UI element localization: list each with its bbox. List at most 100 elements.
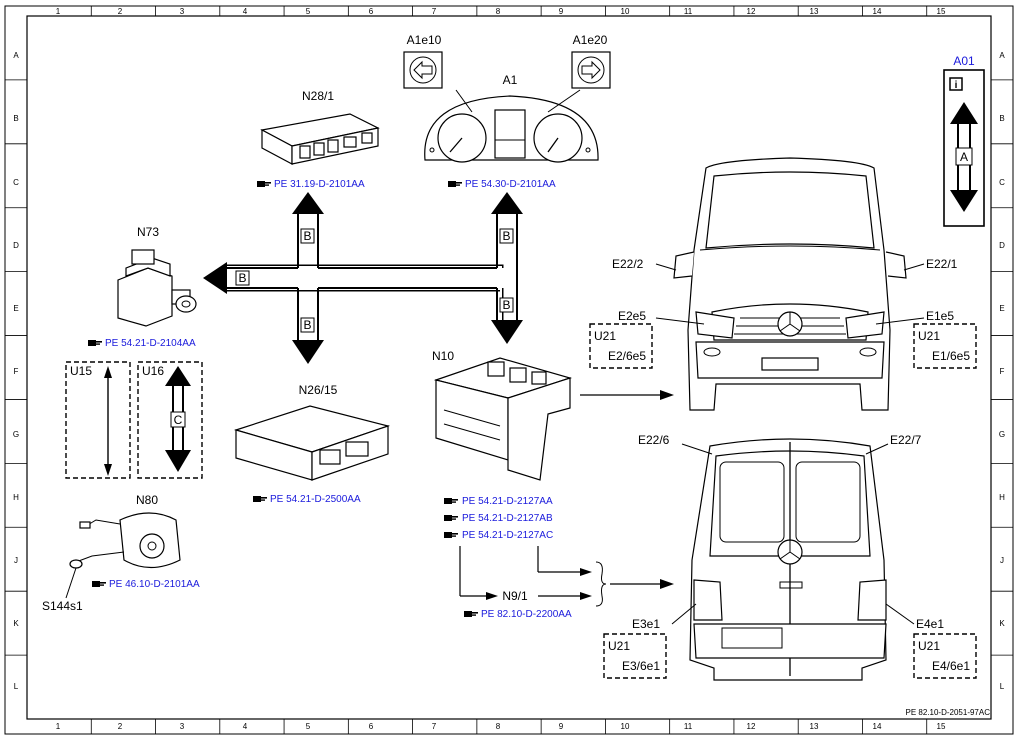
ref-link: PE 54.21-D-2127AB bbox=[462, 513, 553, 524]
col-label: 3 bbox=[180, 722, 185, 731]
row-label: D bbox=[13, 241, 19, 250]
ref-a1[interactable]: PE 54.30-D-2101AA bbox=[448, 179, 556, 190]
ref-n80[interactable]: PE 46.10-D-2101AA bbox=[92, 579, 200, 590]
module-n26-15[interactable]: N26/15 bbox=[233, 383, 391, 481]
row-label: K bbox=[13, 619, 19, 628]
row-label: E bbox=[13, 304, 18, 313]
bus-label: B bbox=[238, 271, 246, 285]
box-code: U21 bbox=[918, 639, 940, 653]
component-label: E22/2 bbox=[612, 257, 644, 271]
module-n10[interactable]: N10 bbox=[432, 349, 573, 481]
component-label: E4e1 bbox=[916, 617, 944, 631]
row-label: L bbox=[1000, 682, 1005, 691]
row-label: F bbox=[14, 367, 19, 376]
row-label: H bbox=[13, 493, 19, 502]
col-label: 7 bbox=[432, 722, 437, 731]
col-label: 1 bbox=[56, 7, 61, 16]
can-bus-network: B B B B B bbox=[203, 192, 523, 364]
col-label: 5 bbox=[306, 722, 311, 731]
component-label: N26/15 bbox=[299, 383, 338, 397]
arrow-down-n10 bbox=[491, 320, 523, 344]
document-reference: PE 82.10-D-2051-97AC bbox=[906, 708, 991, 717]
box-sub: E4/6e1 bbox=[932, 659, 970, 673]
turn-left-icon bbox=[413, 60, 433, 80]
component-label: E1e5 bbox=[926, 309, 954, 323]
row-label: F bbox=[1000, 367, 1005, 376]
row-label: C bbox=[13, 178, 19, 187]
indicator-a1e10[interactable]: A1e10 bbox=[403, 33, 443, 89]
col-label: 11 bbox=[684, 722, 693, 731]
col-label: 10 bbox=[621, 7, 630, 16]
ref-n26-15[interactable]: PE 54.21-D-2500AA bbox=[253, 494, 361, 505]
ref-n9-1[interactable]: PE 82.10-D-2200AA bbox=[464, 609, 572, 620]
box-code: U21 bbox=[918, 329, 940, 343]
bus-label: C bbox=[174, 413, 183, 427]
col-label: 14 bbox=[873, 7, 882, 16]
info-icon: i bbox=[955, 80, 958, 91]
component-label: E22/6 bbox=[638, 433, 670, 447]
component-label: A1e10 bbox=[407, 33, 442, 47]
row-label: G bbox=[13, 430, 19, 439]
col-label: 12 bbox=[747, 722, 756, 731]
ref-n28-1[interactable]: PE 31.19-D-2101AA bbox=[257, 179, 365, 190]
component-label: N73 bbox=[137, 225, 159, 239]
module-n73[interactable]: N73 bbox=[117, 225, 197, 327]
col-label: 15 bbox=[937, 722, 946, 731]
legend-a01[interactable]: A01 i A bbox=[943, 54, 985, 227]
ref-n73[interactable]: PE 54.21-D-2104AA bbox=[88, 338, 196, 349]
option-box-u21-front-left: U21 E2/6e5 bbox=[589, 323, 653, 369]
row-label: H bbox=[999, 493, 1005, 502]
grid-labels: 1 2 3 4 5 6 7 8 9 10 11 12 13 14 15 1 2 … bbox=[13, 7, 1005, 731]
option-box-u16: U16 C bbox=[137, 361, 203, 479]
arrow-up-n28-1 bbox=[292, 192, 324, 214]
module-n28-1[interactable]: N28/1 bbox=[260, 89, 380, 165]
col-label: 12 bbox=[747, 7, 756, 16]
row-label: D bbox=[999, 241, 1005, 250]
van-rear-view bbox=[689, 438, 887, 681]
box-sub: E2/6e5 bbox=[608, 349, 646, 363]
option-box-u15: U15 bbox=[65, 361, 131, 479]
ref-link: PE 54.21-D-2500AA bbox=[270, 494, 361, 505]
row-label: C bbox=[999, 178, 1005, 187]
box-sub: E3/6e1 bbox=[622, 659, 660, 673]
instrument-cluster-a1[interactable]: A1 bbox=[424, 73, 599, 163]
row-label: K bbox=[999, 619, 1005, 628]
col-label: 3 bbox=[180, 7, 185, 16]
component-label: S144s1 bbox=[42, 599, 83, 613]
arrow-up-a1 bbox=[491, 192, 523, 214]
col-label: 4 bbox=[243, 7, 248, 16]
ref-link: PE 54.21-D-2127AA bbox=[462, 496, 553, 507]
col-label: 2 bbox=[118, 7, 123, 16]
row-label: E bbox=[999, 304, 1004, 313]
row-label: B bbox=[999, 114, 1004, 123]
component-label: N9/1 bbox=[502, 589, 528, 603]
box-code: U21 bbox=[608, 639, 630, 653]
option-box-u21-front-right: U21 E1/6e5 bbox=[913, 323, 977, 369]
bus-label: B bbox=[303, 229, 311, 243]
col-label: 6 bbox=[369, 722, 374, 731]
arrow-up-icon bbox=[950, 102, 978, 124]
col-label: 10 bbox=[621, 722, 630, 731]
col-label: 14 bbox=[873, 722, 882, 731]
signal-lines-n10 bbox=[459, 390, 674, 607]
col-label: 2 bbox=[118, 722, 123, 731]
component-label: U15 bbox=[70, 364, 92, 378]
ref-link: PE 54.30-D-2101AA bbox=[465, 179, 556, 190]
col-label: 6 bbox=[369, 7, 374, 16]
option-box-u21-rear-left: U21 E3/6e1 bbox=[603, 633, 667, 679]
arrow-left-n73 bbox=[203, 262, 227, 294]
indicator-a1e20[interactable]: A1e20 bbox=[571, 33, 611, 89]
col-label: 9 bbox=[559, 722, 564, 731]
module-n80[interactable]: N80 bbox=[65, 493, 181, 599]
row-label: A bbox=[999, 51, 1005, 60]
van-front-view bbox=[673, 157, 907, 411]
col-label: 9 bbox=[559, 7, 564, 16]
ref-n10[interactable]: PE 54.21-D-2127AA PE 54.21-D-2127AB PE 5… bbox=[444, 496, 553, 541]
component-label: E22/7 bbox=[890, 433, 922, 447]
row-label: J bbox=[14, 556, 18, 565]
ref-link: PE 54.21-D-2104AA bbox=[105, 338, 196, 349]
col-label: 11 bbox=[684, 7, 693, 16]
drawing-frame bbox=[4, 5, 1014, 735]
row-label: J bbox=[1000, 556, 1004, 565]
